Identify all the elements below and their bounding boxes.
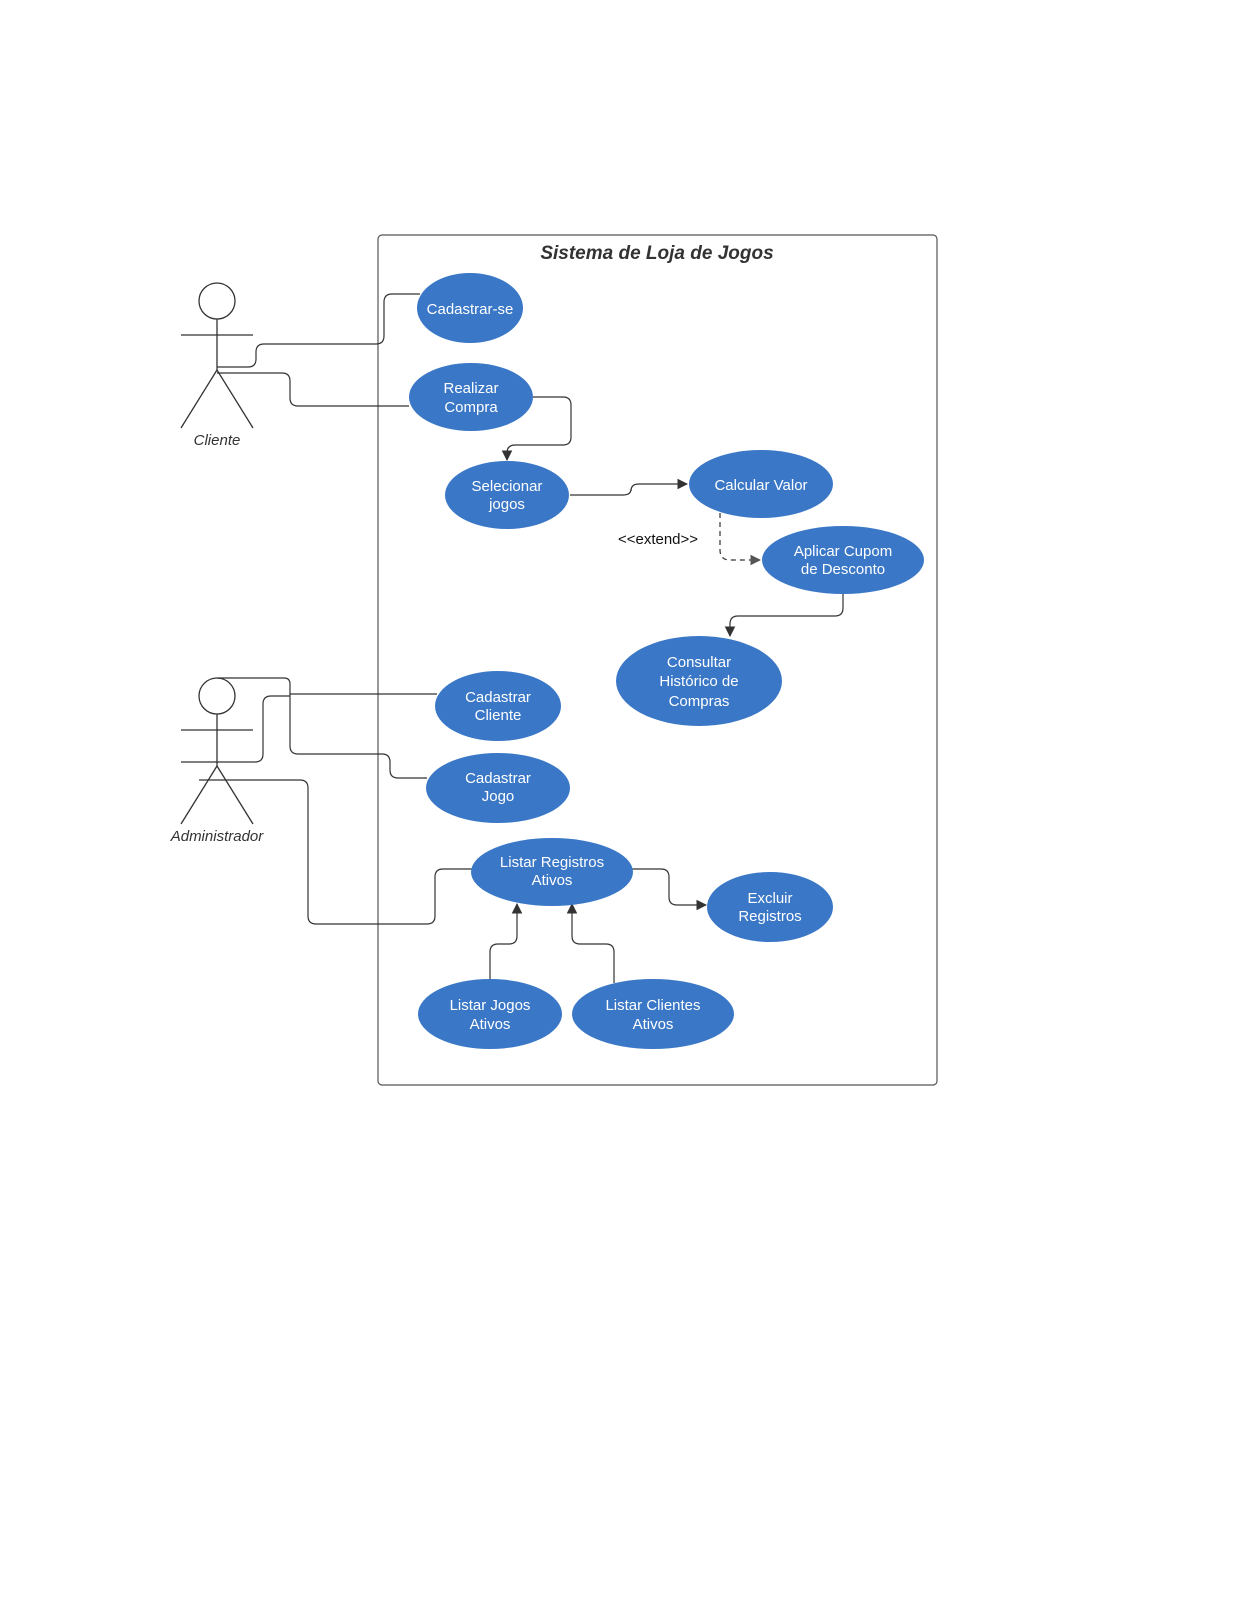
- usecase-label: Compra: [444, 399, 498, 416]
- usecase-label: Ativos: [532, 872, 573, 889]
- usecase-label: Calcular Valor: [714, 477, 807, 494]
- usecase-consultar-historico[interactable]: Consultar Histórico de Compras: [616, 636, 782, 726]
- assoc-admin-listar-registros: [199, 779, 473, 925]
- usecase-aplicar-cupom[interactable]: Aplicar Cupom de Desconto: [762, 526, 924, 594]
- usecase-cadastrar-se[interactable]: Cadastrar-se: [417, 273, 523, 343]
- assoc-admin-link: [181, 695, 290, 763]
- usecase-label: Aplicar Cupom: [794, 543, 892, 560]
- usecase-label: Consultar: [667, 654, 731, 671]
- usecase-listar-jogos[interactable]: Listar Jogos Ativos: [418, 979, 562, 1049]
- usecase-label: Jogo: [482, 788, 515, 805]
- usecase-label: Cadastrar: [465, 689, 531, 706]
- usecase-label: Ativos: [633, 1016, 674, 1033]
- usecase-label: jogos: [488, 496, 525, 513]
- link-listar-excluir: [632, 868, 708, 911]
- actor-administrador: [180, 677, 254, 825]
- usecase-listar-clientes[interactable]: Listar Clientes Ativos: [572, 979, 734, 1049]
- usecase-excluir-registros[interactable]: Excluir Registros: [707, 872, 833, 942]
- usecase-calcular-valor[interactable]: Calcular Valor: [689, 450, 833, 518]
- actor-label-cliente: Cliente: [194, 432, 241, 449]
- usecase-label: Cadastrar-se: [427, 301, 514, 318]
- link-compra-selecionar: [501, 396, 572, 462]
- usecase-label: Realizar: [443, 380, 498, 397]
- usecase-label: Excluir: [747, 890, 792, 907]
- extend-label: <<extend>>: [618, 531, 698, 548]
- usecase-cadastrar-cliente[interactable]: Cadastrar Cliente: [435, 671, 561, 741]
- assoc-cliente-realizar-compra: [217, 372, 409, 407]
- usecase-label: Cliente: [475, 707, 522, 724]
- assoc-admin-cadastrar-jogo: [289, 694, 427, 779]
- usecase-label: Listar Registros: [500, 854, 604, 871]
- link-selecionar-calcular: [570, 478, 689, 496]
- assoc-admin-cadastrar-cliente: [217, 677, 437, 695]
- usecase-listar-registros[interactable]: Listar Registros Ativos: [471, 838, 633, 906]
- system-title: Sistema de Loja de Jogos: [540, 243, 773, 264]
- usecase-label: Cadastrar: [465, 770, 531, 787]
- usecase-label: Ativos: [470, 1016, 511, 1033]
- assoc-cliente-cadastrar-se: [217, 293, 420, 368]
- link-extend-cupom: [719, 513, 762, 566]
- usecase-label: Selecionar: [472, 478, 543, 495]
- usecase-label: Histórico de: [659, 673, 738, 690]
- usecase-selecionar-jogos[interactable]: Selecionar jogos: [445, 461, 569, 529]
- link-clientes-registros: [566, 902, 615, 983]
- usecase-cadastrar-jogo[interactable]: Cadastrar Jogo: [426, 753, 570, 823]
- usecase-realizar-compra[interactable]: Realizar Compra: [409, 363, 533, 431]
- usecase-label: de Desconto: [801, 561, 885, 578]
- link-cupom-historico: [724, 592, 844, 638]
- usecase-label: Registros: [738, 908, 801, 925]
- usecase-label: Listar Clientes: [605, 997, 700, 1014]
- usecase-label: Compras: [669, 693, 730, 710]
- actor-cliente: [180, 282, 254, 429]
- actor-label-administrador: Administrador: [170, 828, 265, 845]
- link-jogos-registros: [489, 902, 523, 980]
- usecase-label: Listar Jogos: [450, 997, 531, 1014]
